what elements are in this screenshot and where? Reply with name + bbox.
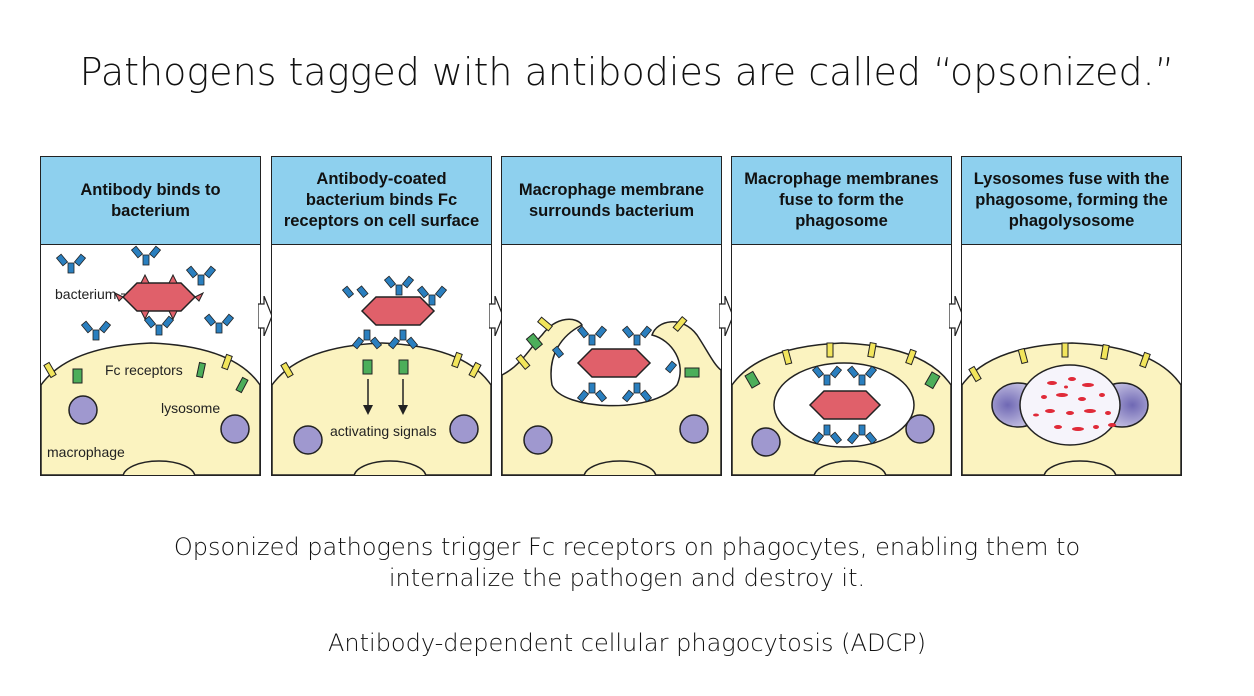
panel-fc-binding: Antibody-coated bacterium binds Fc recep… (271, 156, 492, 476)
panel-illustration: activating signals (272, 275, 491, 475)
fc-receptor (826, 342, 834, 358)
antibodies (811, 365, 878, 445)
step-arrow-icon (489, 296, 503, 336)
fc-receptor (684, 367, 700, 378)
antibodies (551, 325, 678, 403)
lysosome (293, 425, 323, 455)
bacterium (576, 348, 652, 378)
bacterium (360, 296, 436, 326)
lysosome (68, 395, 98, 425)
adcp-diagram: Antibody binds to bacterium (40, 156, 1185, 478)
antibodies (55, 245, 235, 341)
fc-receptor (43, 361, 57, 379)
panel-phagosome: Macrophage membranes fuse to form the ph… (731, 156, 952, 476)
activating-signals-label: activating signals (330, 423, 437, 439)
macrophage-label: macrophage (47, 444, 125, 460)
fc-receptor (1100, 344, 1110, 360)
caption-line-2: internalize the pathogen and destroy it. (388, 564, 866, 592)
fc-receptor (924, 371, 941, 390)
fc-receptor (1017, 347, 1029, 365)
panel-illustration: bacterium Fc receptors lysosome macropha… (41, 245, 260, 475)
caption-line-3: Antibody-dependent cellular phagocytosis… (327, 629, 927, 657)
fc-receptor (515, 354, 531, 370)
lysosome (751, 427, 781, 457)
lysosome-label: lysosome (161, 400, 220, 416)
fc-receptor (968, 365, 982, 383)
fc-receptor (905, 348, 917, 366)
fc-receptors-label: Fc receptors (105, 362, 183, 378)
fc-receptor (1061, 342, 1069, 358)
panel-antibody-binds: Antibody binds to bacterium (40, 156, 261, 476)
fc-receptor (781, 348, 793, 366)
nucleus (122, 460, 196, 475)
macrophage-cell (272, 342, 491, 475)
arrow-down-icon (398, 405, 408, 415)
fc-receptor (398, 359, 409, 375)
macrophage-cell (41, 342, 260, 475)
panel-header: Macrophage membranes fuse to form the ph… (732, 157, 951, 245)
nucleus (583, 460, 657, 475)
arrow-down-icon (363, 405, 373, 415)
digested-fragments (1033, 377, 1116, 431)
fc-receptor (221, 353, 233, 371)
macrophage-cell (502, 318, 721, 475)
fc-receptor (451, 351, 463, 369)
nucleus (1043, 460, 1117, 475)
panel-illustration (732, 342, 951, 475)
antibodies (341, 275, 448, 350)
fc-receptor (468, 361, 482, 379)
fc-receptor (867, 342, 877, 358)
slide-title: Pathogens tagged with antibodies are cal… (79, 50, 1175, 94)
fc-receptor (744, 370, 761, 389)
caption-line-1: Opsonized pathogens trigger Fc receptors… (173, 533, 1081, 561)
lysosome (679, 414, 709, 444)
fc-receptor (537, 316, 553, 332)
fc-receptor (672, 316, 688, 332)
phagolysosome (1019, 364, 1121, 446)
fc-receptor (235, 376, 249, 394)
panel-phagolysosome: Lysosomes fuse with the phagosome, formi… (961, 156, 1182, 476)
panel-header: Lysosomes fuse with the phagosome, formi… (962, 157, 1181, 245)
panel-header: Antibody binds to bacterium (41, 157, 260, 245)
nucleus (353, 460, 427, 475)
fc-receptor (72, 368, 83, 384)
bacterium (808, 390, 882, 420)
fc-receptor (362, 359, 373, 375)
nucleus (813, 460, 887, 475)
panel-illustration (502, 316, 721, 475)
step-arrow-icon (949, 296, 963, 336)
fc-receptor (280, 361, 294, 379)
panel-illustration (962, 342, 1181, 475)
bacterium-label: bacterium (55, 286, 116, 302)
panel-membrane-surrounds: Macrophage membrane surrounds bacterium (501, 156, 722, 476)
fc-receptor (525, 332, 544, 351)
step-arrow-icon (258, 296, 272, 336)
lysosome (905, 414, 935, 444)
fc-receptor (1139, 351, 1151, 369)
bacterium-spikes (113, 273, 205, 321)
fc-receptor (196, 361, 206, 379)
panel-header: Antibody-coated bacterium binds Fc recep… (272, 157, 491, 245)
step-arrow-icon (719, 296, 733, 336)
bacterium (121, 282, 197, 312)
panel-header: Macrophage membrane surrounds bacterium (502, 157, 721, 245)
lysosome (523, 425, 553, 455)
lysosome (220, 414, 250, 444)
lysosome (449, 414, 479, 444)
